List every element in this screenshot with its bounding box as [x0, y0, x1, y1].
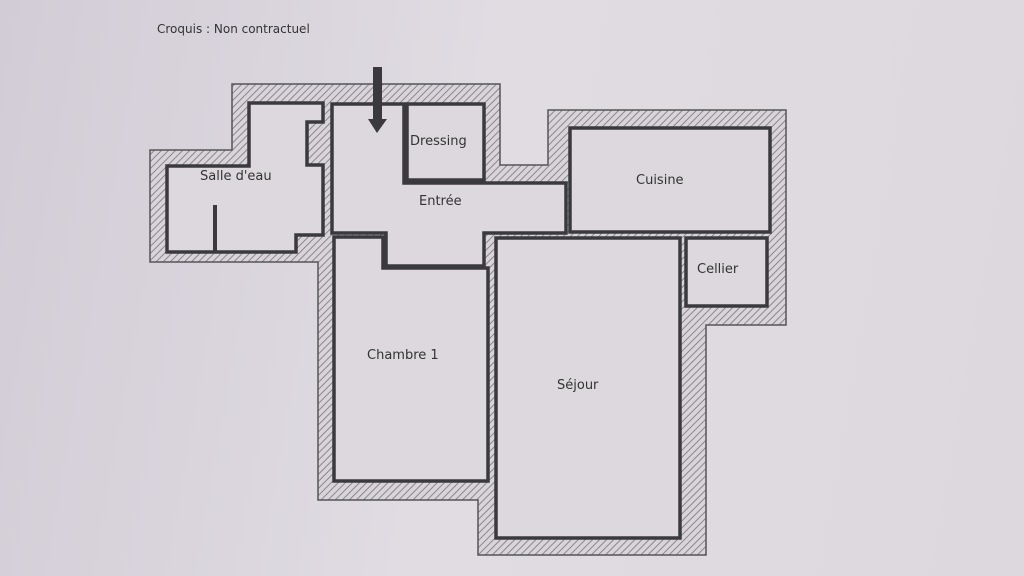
label-dressing: Dressing: [410, 134, 467, 149]
disclaimer-note: Croquis : Non contractuel: [157, 22, 310, 36]
room-dressing: [405, 102, 486, 182]
room-chambre-1: [332, 235, 490, 483]
room-salle-deau: [165, 101, 325, 254]
label-chambre-1: Chambre 1: [367, 348, 439, 363]
room-cellier: [684, 236, 769, 308]
label-salle-deau: Salle d'eau: [200, 169, 272, 184]
room-cuisine: [568, 126, 772, 234]
room-sejour: [494, 236, 682, 540]
label-cuisine: Cuisine: [636, 173, 684, 188]
label-cellier: Cellier: [697, 262, 739, 277]
room-entree: [330, 102, 568, 268]
label-sejour: Séjour: [557, 378, 599, 393]
arrow-down-icon: [368, 67, 387, 133]
label-entree: Entrée: [419, 194, 462, 209]
